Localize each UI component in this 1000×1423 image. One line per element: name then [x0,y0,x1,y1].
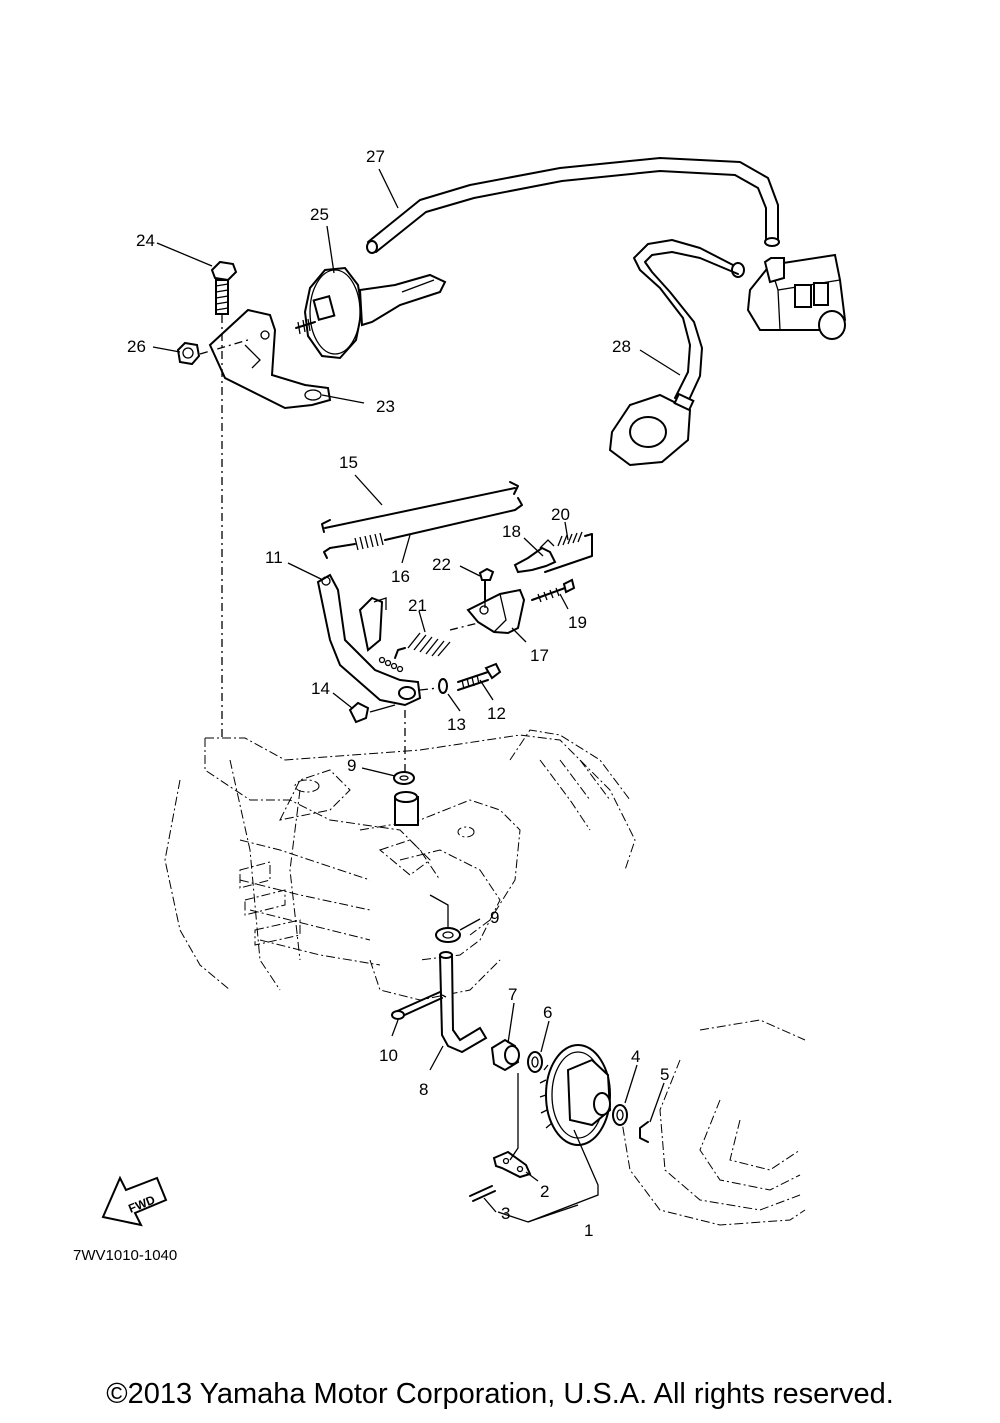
washer-9-lower [429,894,461,943]
callout-21: 21 [408,596,427,615]
callout-6: 6 [543,1003,552,1022]
rod-15 [321,481,519,533]
circlip-5 [639,1121,649,1143]
callout-20: 20 [551,505,570,524]
callout-24: 24 [136,231,155,250]
callout-18: 18 [502,522,521,541]
lever-11 [316,573,422,707]
callout-8: 8 [419,1080,428,1099]
collar-7 [490,1038,520,1072]
shaft-boss [394,791,419,826]
callout-12: 12 [487,704,506,723]
callout-1: 1 [584,1221,593,1240]
arm-18 [513,539,557,574]
callout-26: 26 [127,337,146,356]
callout-9-upper: 9 [347,756,356,775]
fwd-arrow-icon: FWD [101,1175,168,1227]
vacuum-actuator-25 [295,266,447,360]
bracket-17 [466,588,526,635]
bolt-12 [457,662,502,691]
bracket-23 [208,308,332,410]
callout-22: 22 [432,555,451,574]
callout-16: 16 [391,567,410,586]
washer-9-upper [393,771,415,785]
callout-7: 7 [508,985,517,1004]
callout-27: 27 [366,147,385,166]
callout-10: 10 [379,1046,398,1065]
callout-23: 23 [376,397,395,416]
cotter-pin-10 [391,991,447,1020]
pin-3 [469,1185,496,1202]
bolt-22 [478,567,495,612]
plate-2 [492,1150,532,1179]
copyright-notice: ©2013 Yamaha Motor Corporation, U.S.A. A… [106,1378,894,1410]
callout-9-lower: 9 [490,908,499,927]
callout-28: 28 [612,337,631,356]
callout-17: 17 [530,646,549,665]
hose-28 [633,239,739,403]
vacuum-hose-27 [366,157,780,254]
clip-14 [348,701,396,724]
callouts: 1 2 3 4 5 6 7 8 9 9 10 11 12 13 14 15 16… [127,147,669,1240]
governor-gear-1 [539,1044,612,1146]
spring-20 [544,531,593,573]
nut-26 [176,341,201,366]
callout-19: 19 [568,613,587,632]
screw-19 [531,578,576,603]
callout-25: 25 [310,205,329,224]
washer-4 [612,1104,628,1126]
callout-14: 14 [311,679,330,698]
spring-21 [394,619,491,659]
bolt-24 [210,260,238,315]
washer-6 [527,1051,543,1073]
callout-5: 5 [660,1065,669,1084]
shaft-8 [438,951,488,1054]
reed-joint-plate [608,392,695,467]
leader-lines [152,168,681,1223]
washer-13 [419,678,448,694]
air-cut-valve [731,253,847,340]
clutch-cover-outline [619,1019,806,1226]
callout-4: 4 [631,1047,640,1066]
callout-13: 13 [447,715,466,734]
callout-3: 3 [501,1204,510,1223]
spring-rod-16 [323,497,523,559]
crankcase-outline [164,729,636,1001]
callout-11: 11 [265,548,283,567]
callout-15: 15 [339,453,358,472]
drawing-code: 7WV1010-1040 [73,1247,177,1264]
callout-2: 2 [540,1182,549,1201]
